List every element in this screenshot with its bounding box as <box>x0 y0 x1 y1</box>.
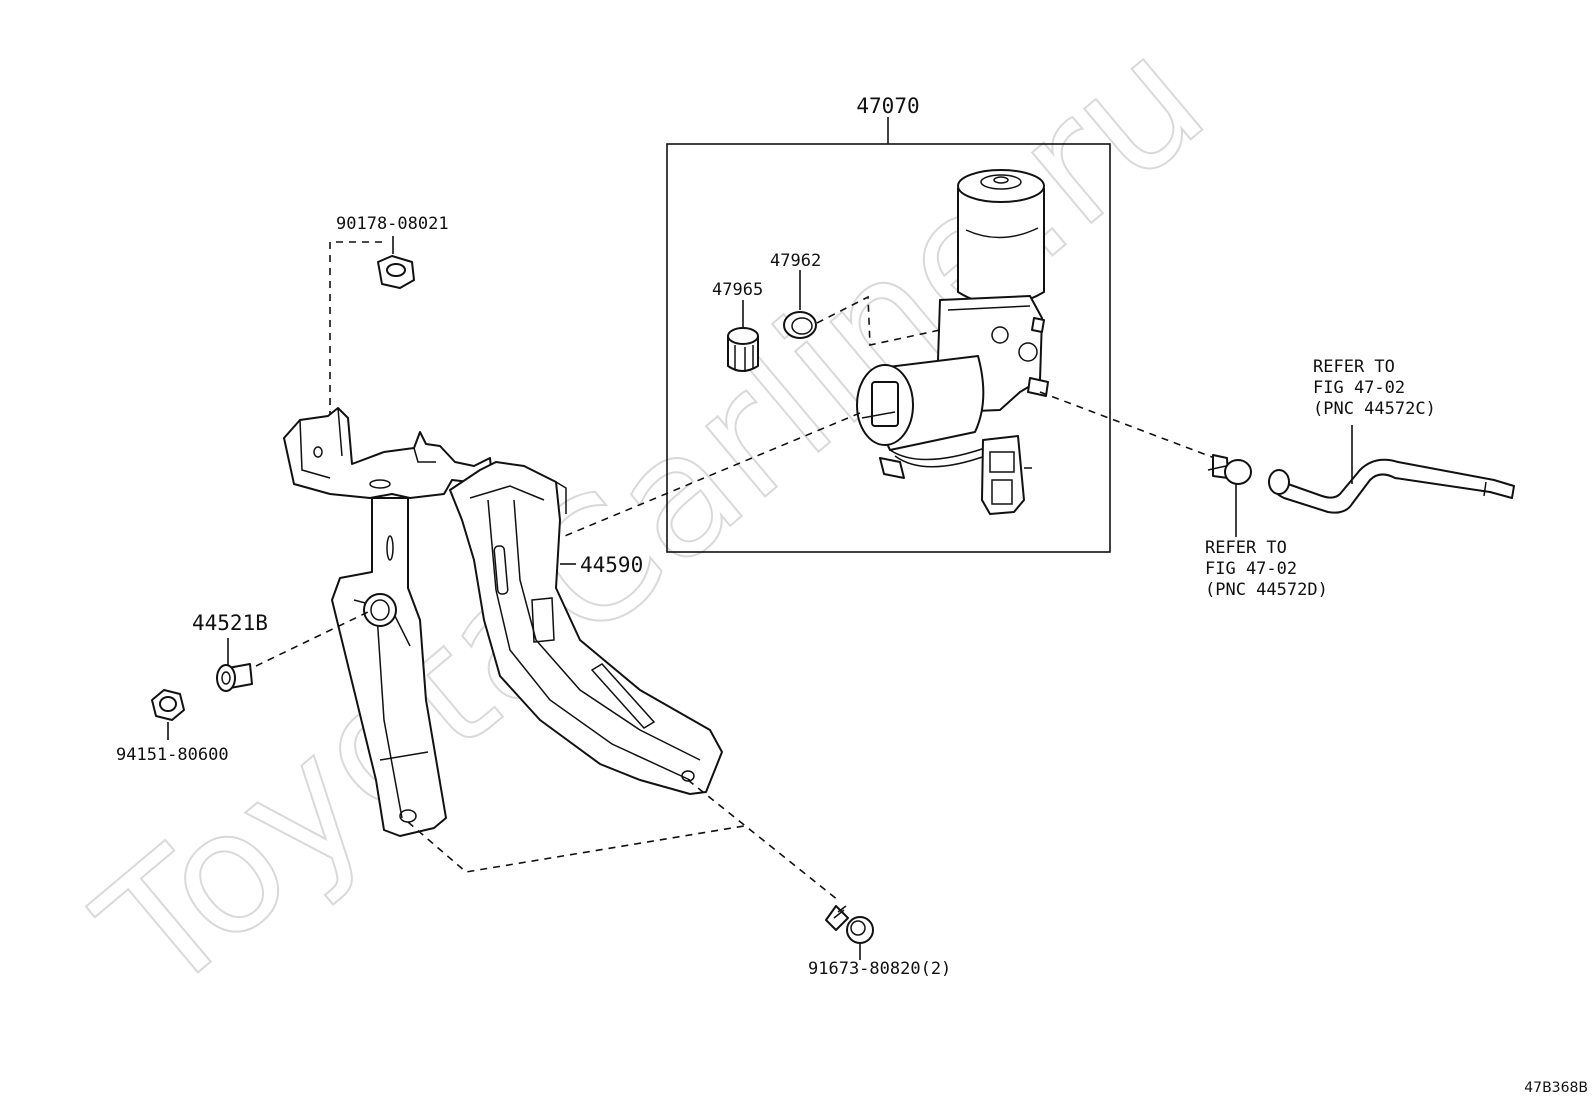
part-label-91673-80820[interactable]: 91673-80820(2) <box>808 959 951 979</box>
part-label-94151-80600[interactable]: 94151-80600 <box>116 745 229 765</box>
refer-lower-line3[interactable]: (PNC 44572D) <box>1205 580 1328 600</box>
connector-seal-to-pump <box>816 295 941 346</box>
part-label-47962[interactable]: 47962 <box>770 251 821 271</box>
bolt-91673-80820[interactable] <box>825 905 874 944</box>
connector-nut-to-bracket <box>329 241 382 460</box>
reservoir-hose[interactable] <box>1268 458 1515 514</box>
part-label-44590[interactable]: 44590 <box>580 553 643 577</box>
cap-47965[interactable] <box>727 327 759 372</box>
pump-motor-assembly[interactable] <box>856 169 1049 515</box>
part-label-47070[interactable]: 47070 <box>856 94 919 118</box>
refer-lower-line2[interactable]: FIG 47-02 <box>1205 559 1297 579</box>
nut-90178-08021[interactable] <box>377 255 415 289</box>
nut-94151-80600[interactable] <box>151 689 185 721</box>
collar-44521B[interactable] <box>216 663 253 692</box>
refer-upper-line3[interactable]: (PNC 44572C) <box>1313 399 1436 419</box>
hose-clip[interactable] <box>1207 454 1252 485</box>
refer-upper-line1[interactable]: REFER TO <box>1313 357 1395 377</box>
bracket-44590[interactable] <box>283 407 723 837</box>
connector-bolt-to-bracket <box>687 779 839 901</box>
part-label-47965[interactable]: 47965 <box>712 280 763 300</box>
refer-upper-line2[interactable]: FIG 47-02 <box>1313 378 1405 398</box>
part-label-44521B[interactable]: 44521B <box>192 611 268 635</box>
seal-ring-47962[interactable] <box>783 311 817 339</box>
watermark: ToyotaCarline.ru <box>64 0 1240 1031</box>
connector-pump-to-bracket <box>559 412 861 539</box>
part-label-90178-08021[interactable]: 90178-08021 <box>336 214 449 234</box>
refer-lower-line1[interactable]: REFER TO <box>1205 538 1287 558</box>
connector-lower-holes <box>407 821 745 873</box>
connector-pump-to-hose-clip <box>1039 391 1221 461</box>
diagram-code: 47B368B <box>1524 1080 1588 1096</box>
